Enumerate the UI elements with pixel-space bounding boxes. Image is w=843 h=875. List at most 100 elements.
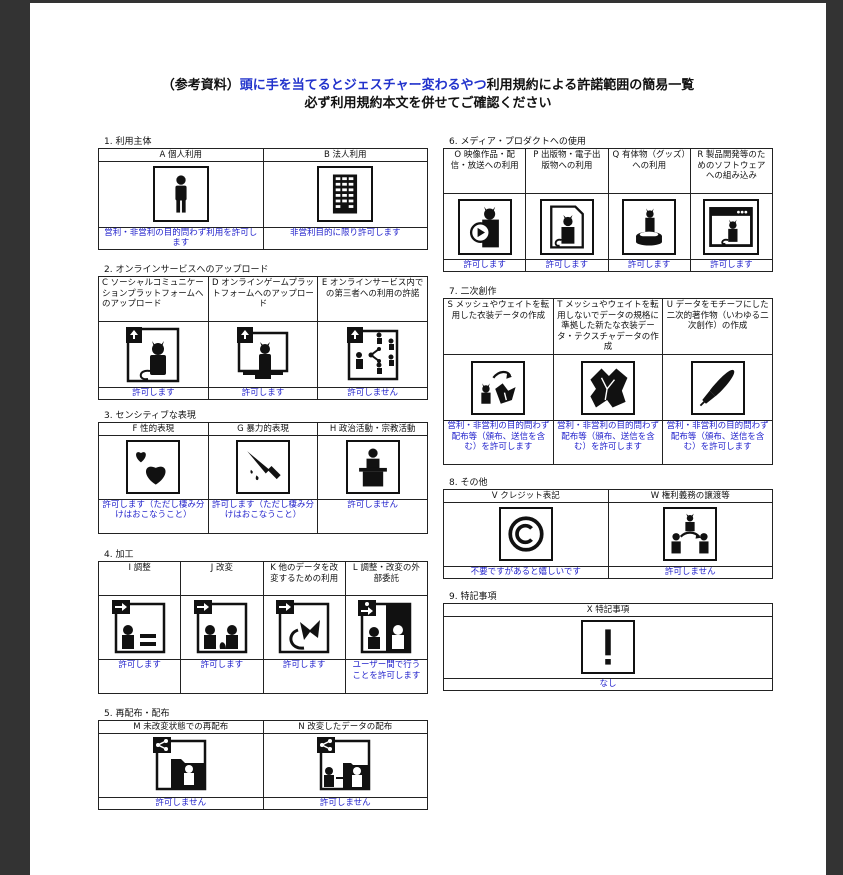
item-result: 許可しません [262,796,428,810]
item-header: U データをモチーフにした二次的著作物（いわゆる二次創作）の作成 [662,298,773,355]
outsource-icon [358,599,415,656]
item-header: L 調整・改変の外部委託 [344,561,429,596]
item-result: 許可します [689,259,774,272]
item-result: 許可します（ただし棲み分けはおこなうこと） [98,498,209,534]
item-header: S メッシュやウェイトを転用した衣装データの作成 [443,298,554,355]
item-result: 許可します [607,259,691,272]
item-result: 許可します [262,659,346,694]
item-result: 営利・非営利の目的問わず配布等（頒布、送信を含む）を許可します [552,420,664,465]
license-table: S メッシュやウェイトを転用した衣装データの作成 T メッシュやウェイトを転用し… [443,298,773,465]
license-table: O 映像作品・配信・放送への利用 P 出版物・電子出版物への利用 Q 有体物（グ… [442,148,774,272]
item-result: 許可します [98,387,209,400]
license-table: A 個人利用 B 法人利用 営利・非営利の目的問わず利用を許可します 非営利目的… [98,148,428,250]
item-header: R 製品開発等のためのソフトウェアへの組み込み [689,148,774,194]
section-special-notes: 9. 特記事項 X 特記事項 なし [443,591,773,691]
section-label: 3. センシティブな表現 [104,411,196,421]
modify-icon [193,599,250,656]
item-result: 許可しません [607,565,773,579]
item-result: 許可します [442,259,527,272]
section-online-upload: 2. オンラインサービスへのアップロード C ソーシャルコミュニケーションプラッ… [98,264,428,400]
new-costume-icon [580,360,635,415]
item-result: 非営利目的に限り許可します [262,226,428,250]
item-header: T メッシュやウェイトを転用しないでデータの規格に準拠した新たな衣装データ・テク… [552,298,664,355]
license-table: V クレジット表記 W 権利義務の譲渡等 不要ですがあると嬉しいです 許可しませ… [443,489,773,579]
item-header: F 性的表現 [98,422,209,436]
upload-share-icon [344,326,401,383]
item-header: E オンラインサービス内での第三者への利用の許諾 [317,276,428,322]
page-title: （参考資料）頭に手を当てるとジェスチャー変わるやつ利用規約による許諾範囲の簡易一… [30,77,826,113]
item-result: 許可します（ただし棲み分けはおこなうこと） [207,498,319,534]
upload-sns-icon [126,326,181,383]
license-table: M 未改変状態での再配布 N 改変したデータの配布 許可しません 許可しません [98,720,428,810]
publication-icon [539,198,594,255]
podium-icon [345,440,400,494]
section-label: 7. 二次創作 [449,287,497,297]
item-header: B 法人利用 [262,148,428,162]
knife-icon [235,440,290,494]
section-label: 1. 利用主体 [104,137,152,147]
item-header: W 権利義務の譲渡等 [607,489,773,503]
section-label: 4. 加工 [104,550,134,560]
item-result: 許可しません [317,387,428,400]
section-label: 8. その他 [449,478,488,488]
item-result: 許可します [180,659,264,694]
item-result: ユーザー間で行うことを許可します [344,659,429,694]
item-header: N 改変したデータの配布 [262,720,428,734]
item-result: 許可しません [98,796,264,810]
redistribute-icon [152,737,209,793]
pen-icon [690,360,745,415]
video-icon [457,198,512,255]
mesh-transfer-icon [471,360,526,415]
item-header: D オンラインゲームプラットフォームへのアップロード [207,276,319,322]
transfer-icon [663,507,718,561]
item-header: P 出版物・電子出版物への利用 [525,148,609,194]
distribute-modified-icon [317,737,374,793]
goods-icon [622,198,677,255]
item-result: 営利・非営利の目的問わず配布等（頒布、送信を含む）を許可します [662,420,773,465]
item-header: I 調整 [97,561,182,596]
hearts-icon [126,440,181,494]
item-result: 許可します [525,259,609,272]
item-header: V クレジット表記 [443,489,609,503]
section-sensitive-expression: 3. センシティブな表現 F 性的表現 G 暴力的表現 H 政治活動・宗教活動 … [98,410,428,534]
section-derivative-works: 7. 二次創作 S メッシュやウェイトを転用した衣装データの作成 T メッシュや… [443,286,773,465]
license-table: X 特記事項 なし [443,603,773,691]
item-header: H 政治活動・宗教活動 [317,422,428,436]
section-media-products: 6. メディア・プロダクトへの使用 O 映像作品・配信・放送への利用 P 出版物… [442,136,774,272]
section-redistribution: 5. 再配布・配布 M 未改変状態での再配布 N 改変したデータの配布 許可しま… [98,708,428,810]
title-highlight: 頭に手を当てるとジェスチャー変わるやつ [239,78,487,93]
item-header: O 映像作品・配信・放送への利用 [442,148,527,194]
section-label: 6. メディア・プロダクトへの使用 [449,137,586,147]
item-result: 許可します [97,659,182,694]
license-table: F 性的表現 G 暴力的表現 H 政治活動・宗教活動 許可します（ただし棲み分け… [98,422,428,534]
item-result: 許可しません [317,498,428,534]
item-header: C ソーシャルコミュニケーションプラットフォームへのアップロード [98,276,209,322]
title-suffix: 利用規約による許諾範囲の簡易一覧 [486,78,695,93]
adjust-icon [111,599,168,656]
section-usage-subject: 1. 利用主体 A 個人利用 B 法人利用 営利・非営利の目的問わず利用を許可し… [98,136,428,250]
item-result: 不要ですがあると嬉しいです [443,565,609,579]
exclamation-icon [581,620,635,674]
item-result: 許可します [207,387,319,400]
section-processing: 4. 加工 I 調整 J 改変 K 他のデータを改変するための利用 L 調整・改… [97,549,429,694]
item-result: 営利・非営利の目的問わず利用を許可します [98,226,264,250]
license-table: C ソーシャルコミュニケーションプラットフォームへのアップロード D オンライン… [98,276,428,400]
software-icon [703,198,760,255]
item-header: Q 有体物（グッズ）への利用 [607,148,691,194]
item-result: なし [443,677,773,691]
parts-icon [276,599,333,656]
title-notice: 必ず利用規約本文を併せてご確認ください [304,96,552,111]
item-header: K 他のデータを改変するための利用 [262,561,346,596]
upload-game-icon [234,326,291,383]
item-header: M 未改変状態での再配布 [98,720,264,734]
item-result: 営利・非営利の目的問わず配布等（頒布、送信を含む）を許可します [443,420,554,465]
section-label: 5. 再配布・配布 [104,709,170,719]
person-icon [152,166,209,222]
section-label: 9. 特記事項 [449,592,497,602]
item-header: A 個人利用 [98,148,264,162]
license-table: I 調整 J 改変 K 他のデータを改変するための利用 L 調整・改変の外部委託 [97,561,429,694]
item-header: J 改変 [180,561,264,596]
copyright-icon [498,507,553,561]
title-prefix: （参考資料） [161,78,240,93]
building-icon [317,166,374,222]
